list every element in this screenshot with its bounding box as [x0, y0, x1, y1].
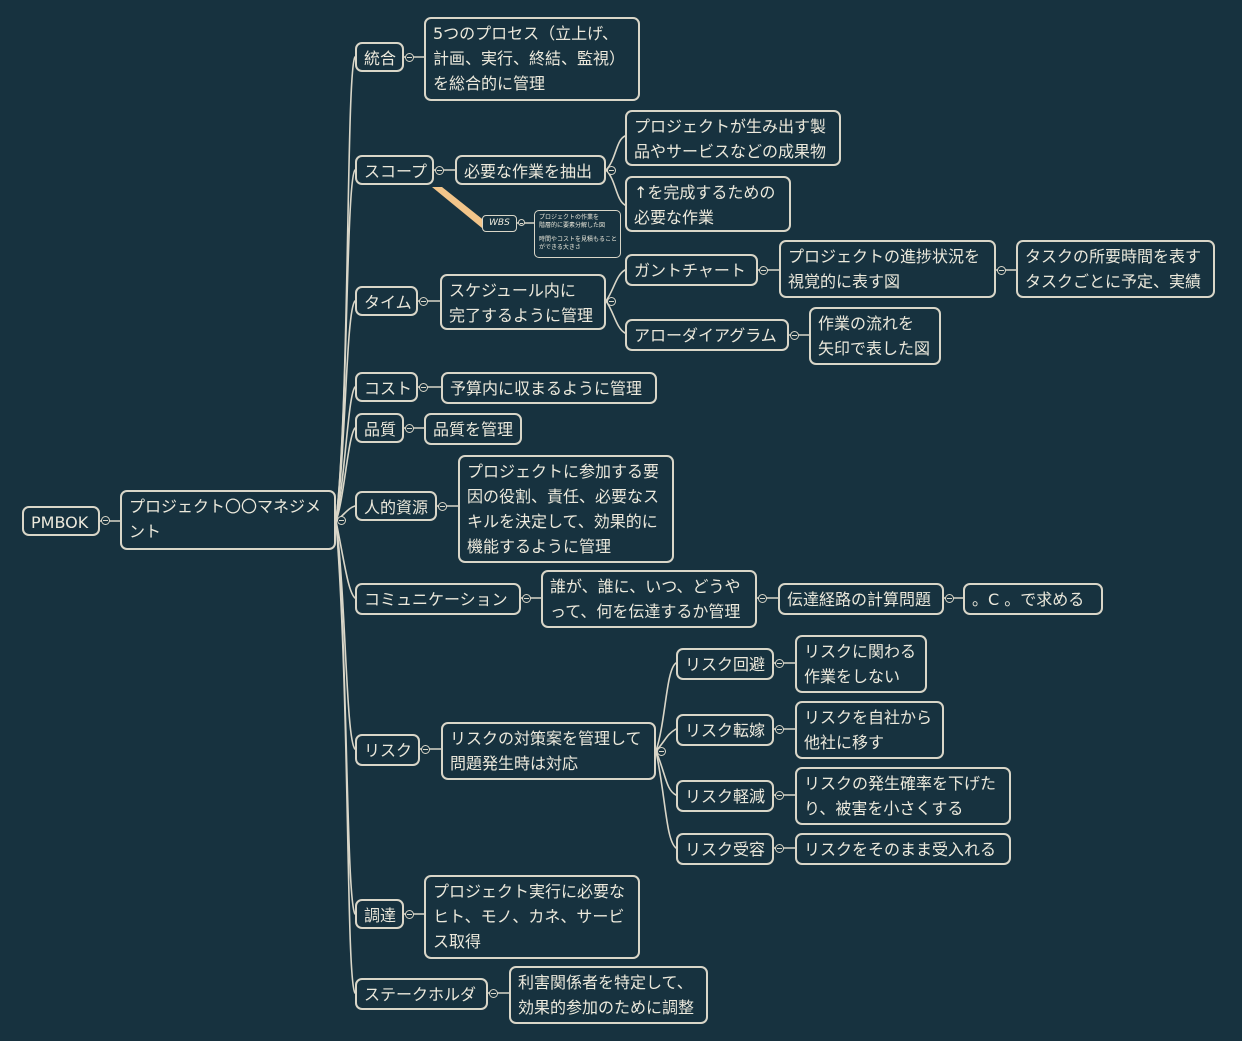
risk-mitigate-node[interactable]: リスク軽減	[676, 780, 774, 812]
edge-hub-comm	[335, 520, 356, 599]
quality-desc-node[interactable]: 品質を管理	[424, 413, 522, 445]
edge-hub-stakeholder	[335, 520, 356, 994]
risk-avoid-desc-node[interactable]: リスクに関わる作業をしない	[795, 635, 927, 693]
collapse-toggle-icon[interactable]	[607, 166, 616, 175]
area-node-time[interactable]: タイム	[355, 286, 418, 316]
area-node-procurement[interactable]: 調達	[355, 899, 404, 929]
stakeholder-desc-node[interactable]: 利害関係者を特定して、効果的参加のために調整	[509, 966, 708, 1024]
risk-avoid-node[interactable]: リスク回避	[676, 648, 774, 680]
collapse-toggle-icon[interactable]	[405, 424, 414, 433]
risk-transfer-desc-node[interactable]: リスクを自社から他社に移す	[795, 701, 944, 759]
collapse-toggle-icon[interactable]	[945, 594, 954, 603]
collapse-toggle-icon[interactable]	[337, 516, 346, 525]
risk-accept-desc-node[interactable]: リスクをそのまま受入れる	[795, 833, 1011, 865]
hr-desc-node[interactable]: プロジェクトに参加する要因の役割、責任、必要なスキルを決定して、効果的に機能する…	[458, 455, 674, 563]
collapse-toggle-icon[interactable]	[790, 331, 799, 340]
collapse-toggle-icon[interactable]	[759, 266, 768, 275]
collapse-toggle-icon[interactable]	[522, 594, 531, 603]
comm-desc-node[interactable]: 誰が、誰に、いつ、どうやって、何を伝達するか管理	[541, 570, 757, 628]
collapse-toggle-icon[interactable]	[435, 166, 444, 175]
risk-desc-node[interactable]: リスクの対策案を管理して問題発生時は対応	[441, 722, 656, 780]
comm-path-node[interactable]: 伝達経路の計算問題	[778, 583, 944, 615]
collapse-toggle-icon[interactable]	[775, 659, 784, 668]
root-node-pmbok[interactable]: PMBOK	[22, 506, 100, 536]
area-node-human-resources[interactable]: 人的資源	[355, 491, 437, 521]
collapse-toggle-icon[interactable]	[775, 791, 784, 800]
area-node-risk[interactable]: リスク	[355, 734, 420, 766]
area-node-cost[interactable]: コスト	[355, 372, 418, 402]
collapse-toggle-icon[interactable]	[518, 219, 525, 226]
area-node-scope[interactable]: スコープ	[355, 155, 434, 185]
collapse-toggle-icon[interactable]	[405, 53, 414, 62]
collapse-toggle-icon[interactable]	[657, 747, 666, 756]
time-main-node[interactable]: スケジュール内に完了するように管理	[440, 274, 606, 330]
collapse-toggle-icon[interactable]	[758, 594, 767, 603]
collapse-toggle-icon[interactable]	[997, 266, 1006, 275]
gantt-detail-node[interactable]: タスクの所要時間を表すタスクごとに予定、実績	[1016, 240, 1215, 298]
scope-deliverables-node[interactable]: プロジェクトが生み出す製品やサービスなどの成果物	[625, 110, 841, 166]
hub-node-project-management[interactable]: プロジェクト〇〇マネジメント	[120, 490, 336, 550]
collapse-toggle-icon[interactable]	[419, 383, 428, 392]
edge-hub-time	[335, 300, 356, 522]
integration-desc-node[interactable]: 5つのプロセス（立上げ、計画、実行、終結、監視）を総合的に管理	[424, 17, 640, 101]
scope-work-node[interactable]: ↑を完成するための必要な作業	[625, 176, 791, 232]
collapse-toggle-icon[interactable]	[775, 844, 784, 853]
collapse-toggle-icon[interactable]	[419, 297, 428, 306]
area-node-integration[interactable]: 統合	[355, 42, 404, 72]
wbs-note-node[interactable]: プロジェクトの作業を階層的に要素分解した図時間やコストを見積もることができる大き…	[534, 210, 621, 258]
gantt-chart-node[interactable]: ガントチャート	[625, 254, 758, 286]
risk-mitigate-desc-node[interactable]: リスクの発生確率を下げたり、被害を小さくする	[795, 767, 1011, 825]
comm-formula-node[interactable]: 。C 。で求める	[963, 583, 1103, 615]
area-node-stakeholder[interactable]: ステークホルダ	[355, 978, 488, 1010]
risk-transfer-node[interactable]: リスク転嫁	[676, 714, 774, 746]
edge-hub-cost	[335, 386, 356, 522]
area-node-communication[interactable]: コミュニケーション	[355, 583, 521, 615]
collapse-toggle-icon[interactable]	[775, 725, 784, 734]
scope-main-node[interactable]: 必要な作業を抽出	[455, 155, 606, 185]
collapse-toggle-icon[interactable]	[438, 502, 447, 511]
risk-accept-node[interactable]: リスク受容	[676, 833, 774, 865]
edge-hub-risk	[335, 520, 356, 750]
collapse-toggle-icon[interactable]	[405, 910, 414, 919]
area-node-quality[interactable]: 品質	[355, 413, 404, 443]
arrow-diagram-node[interactable]: アローダイアグラム	[625, 319, 789, 351]
wbs-callout-wedge	[432, 187, 486, 228]
wbs-node[interactable]: WBS	[482, 215, 517, 232]
collapse-toggle-icon[interactable]	[489, 989, 498, 998]
collapse-toggle-icon[interactable]	[101, 516, 110, 525]
collapse-toggle-icon[interactable]	[607, 297, 616, 306]
cost-desc-node[interactable]: 予算内に収まるように管理	[441, 372, 657, 404]
edge-hub-quality	[335, 427, 356, 522]
procurement-desc-node[interactable]: プロジェクト実行に必要なヒト、モノ、カネ、サービス取得	[424, 875, 640, 959]
arrow-desc-node[interactable]: 作業の流れを矢印で表した図	[809, 307, 941, 365]
gantt-desc-node[interactable]: プロジェクトの進捗状況を視覚的に表す図	[779, 240, 996, 298]
collapse-toggle-icon[interactable]	[421, 745, 430, 754]
